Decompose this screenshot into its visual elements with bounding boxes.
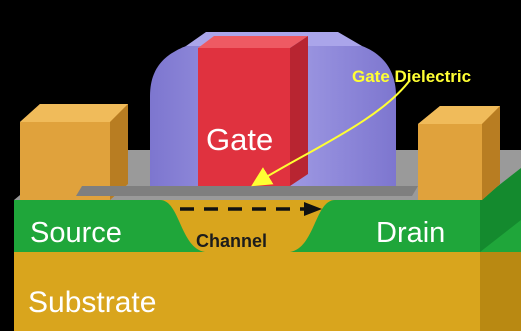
gate-dielectric-layer [76, 186, 418, 196]
gate-dielectric-label: Gate Dielectric [352, 67, 471, 86]
source-contact-top [20, 104, 128, 122]
gate-top [198, 36, 308, 48]
substrate-label: Substrate [28, 286, 156, 319]
gate-label: Gate [206, 122, 273, 157]
gate-dielectric-pointer [251, 79, 411, 187]
channel-region [160, 200, 335, 252]
channel-label: Channel [196, 231, 267, 251]
drain-contact-side [482, 106, 500, 200]
source-contact-side [110, 104, 128, 200]
drain-side [480, 168, 521, 252]
source-contact [20, 104, 128, 200]
substrate-region [14, 252, 521, 331]
drain-label: Drain [376, 217, 445, 249]
source-label: Source [30, 217, 122, 249]
drain-contact [418, 106, 500, 200]
channel-arrow-head [304, 202, 322, 216]
drain-contact-top [418, 106, 500, 124]
gate-side [290, 36, 308, 186]
gate-electrode [198, 48, 290, 186]
